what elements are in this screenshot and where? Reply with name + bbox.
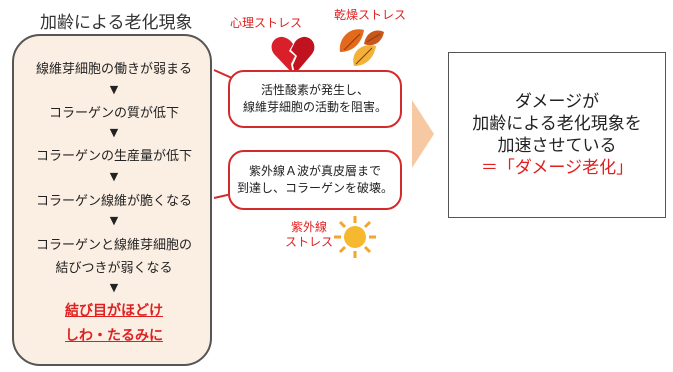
damage-aging-box: ダメージが 加齢による老化現象を 加速させている ＝「ダメージ老化」	[448, 52, 666, 218]
down-arrow: ▼	[109, 126, 119, 139]
uv-stress-line2: ストレス	[285, 235, 334, 249]
down-arrow: ▼	[109, 281, 119, 294]
aging-process-panel: 線維芽細胞の働きが弱まる ▼ コラーゲンの質が低下 ▼ コラーゲンの生産量が低下…	[12, 34, 212, 366]
broken-heart-icon	[271, 36, 315, 74]
bubble-uv: 紫外線Ａ波が真皮層まで 到達し、コラーゲンを破壊。	[228, 150, 402, 210]
step-collagen-production: コラーゲンの生産量が低下	[35, 149, 192, 164]
result-box-line1: ダメージが	[514, 92, 600, 112]
result-box-line3: 加速させている	[497, 136, 617, 156]
down-arrow: ▼	[109, 83, 119, 96]
step-collagen-quality: コラーゲンの質が低下	[48, 106, 179, 121]
result-line1: 結び目がほどけ	[65, 303, 163, 319]
result-box-line2: 加齢による老化現象を	[472, 114, 642, 134]
uv-stress-line1: 紫外線	[291, 220, 328, 234]
step-bond-line2: 結びつきが弱くなる	[55, 261, 173, 276]
chevron-arrow-icon	[412, 100, 434, 168]
down-arrow: ▼	[109, 170, 119, 183]
dry-stress-label: 乾燥ストレス	[334, 8, 407, 22]
step-fibroblast-weaken: 線維芽細胞の働きが弱まる	[35, 62, 192, 77]
result-box-line4: ＝「ダメージ老化」	[480, 158, 634, 178]
step-bond-line1: コラーゲンと線維芽細胞の	[35, 238, 192, 253]
aging-title: 加齢による老化現象	[40, 13, 193, 33]
bubble-oxidative: 活性酸素が発生し、 線維芽細胞の活動を阻害。	[228, 70, 402, 128]
step-collagen-fragile: コラーゲン線維が脆くなる	[35, 194, 192, 209]
down-arrow: ▼	[109, 214, 119, 227]
psych-stress-label: 心理ストレス	[230, 16, 303, 30]
uv-stress-label: 紫外線 ストレス	[285, 220, 333, 250]
autumn-leaves-icon	[339, 29, 384, 66]
bubble-uv-line1: 紫外線Ａ波が真皮層まで	[248, 164, 381, 178]
bubble-oxidative-line1: 活性酸素が発生し、	[260, 83, 369, 97]
bubble-oxidative-line2: 線維芽細胞の活動を阻害。	[242, 100, 387, 114]
bubble-uv-line2: 到達し、コラーゲンを破壊。	[236, 181, 393, 195]
sun-icon	[334, 216, 376, 258]
result-line2: しわ・たるみに	[65, 328, 163, 344]
